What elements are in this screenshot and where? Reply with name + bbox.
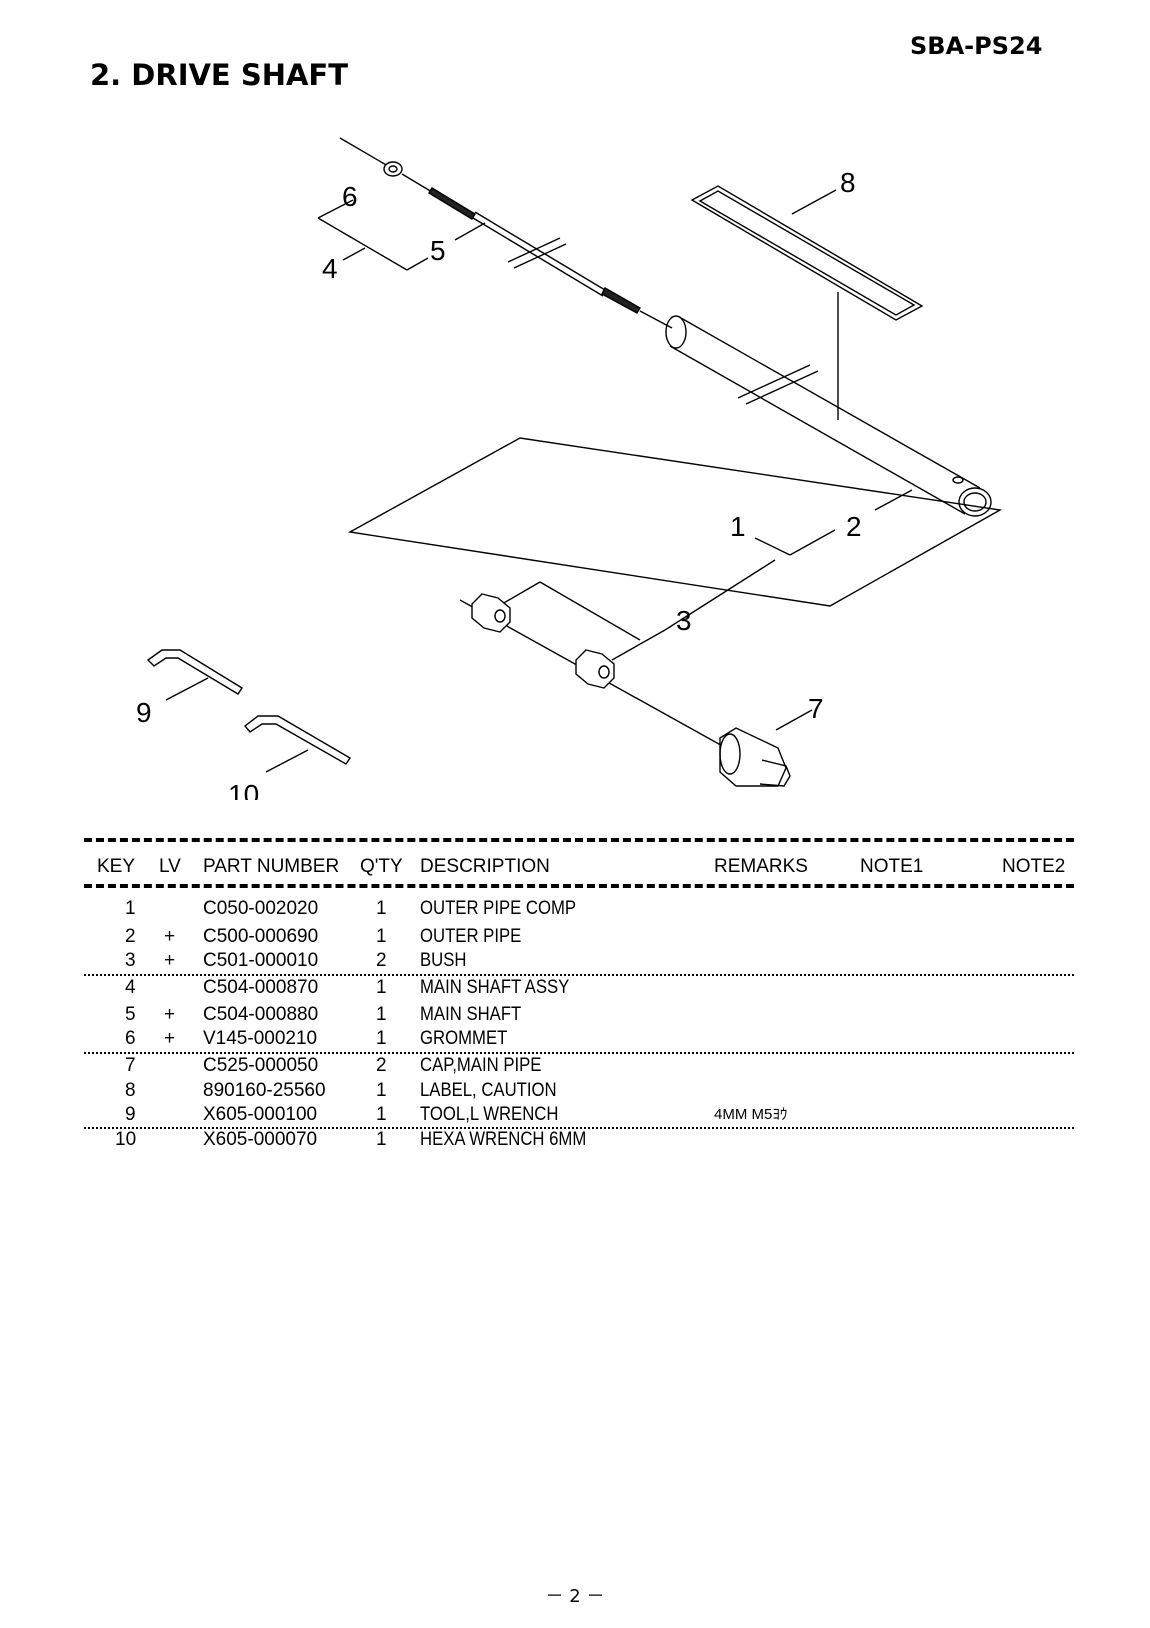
cell-description: GROMMET xyxy=(420,1028,508,1049)
cell-description: LABEL, CAUTION xyxy=(420,1080,557,1101)
table-row: 3 + C501-000010 2 BUSH xyxy=(0,950,1150,972)
callout-5: 5 xyxy=(430,235,446,266)
section-title: 2. DRIVE SHAFT xyxy=(90,58,349,92)
cell-qty: 1 xyxy=(376,1028,387,1049)
group-separator xyxy=(84,1052,1074,1054)
table-row: 8 890160-25560 1 LABEL, CAUTION xyxy=(0,1080,1150,1102)
cell-part-number: V145-000210 xyxy=(203,1028,318,1049)
cell-qty: 1 xyxy=(376,1004,387,1025)
callout-6: 6 xyxy=(342,181,358,212)
col-header-qty: Q'TY xyxy=(360,856,403,877)
table-row: 7 C525-000050 2 CAP,MAIN PIPE xyxy=(0,1055,1150,1077)
cell-qty: 1 xyxy=(376,977,387,998)
page-number: － 2 － xyxy=(545,1586,605,1607)
table-header-bottom-rule xyxy=(84,884,1074,888)
cell-qty: 1 xyxy=(376,1080,387,1101)
cell-qty: 2 xyxy=(376,950,387,971)
col-header-key: KEY xyxy=(97,856,136,877)
cell-part-number: C500-000690 xyxy=(203,926,319,947)
cell-remarks: 4MM M5ﾖｳ xyxy=(714,1106,788,1123)
cell-lv: + xyxy=(164,926,176,947)
cell-description: OUTER PIPE COMP xyxy=(420,898,577,919)
cell-key: 9 xyxy=(125,1104,136,1125)
callout-2: 2 xyxy=(846,511,862,542)
cell-part-number: C050-002020 xyxy=(203,898,319,919)
callout-4: 4 xyxy=(322,253,338,284)
cell-key: 10 xyxy=(115,1129,137,1150)
col-header-description: DESCRIPTION xyxy=(420,856,550,877)
table-row: 10 X605-000070 1 HEXA WRENCH 6MM xyxy=(0,1129,1150,1151)
callout-1: 1 xyxy=(730,511,746,542)
group-separator xyxy=(84,974,1074,976)
col-header-note1: NOTE1 xyxy=(860,856,924,877)
cell-part-number: C501-000010 xyxy=(203,950,319,971)
callout-3: 3 xyxy=(676,605,692,636)
cell-description: MAIN SHAFT xyxy=(420,1004,522,1025)
cell-part-number: C525-000050 xyxy=(203,1055,319,1076)
model-code: SBA-PS24 xyxy=(910,32,1043,60)
cell-key: 8 xyxy=(125,1080,136,1101)
table-row: 2 + C500-000690 1 OUTER PIPE xyxy=(0,926,1150,948)
cell-description: MAIN SHAFT ASSY xyxy=(420,977,570,998)
table-row: 6 + V145-000210 1 GROMMET xyxy=(0,1028,1150,1050)
cell-description: CAP,MAIN PIPE xyxy=(420,1055,542,1076)
cell-part-number: 890160-25560 xyxy=(203,1080,326,1101)
cell-qty: 2 xyxy=(376,1055,387,1076)
cell-description: OUTER PIPE xyxy=(420,926,522,947)
callout-9: 9 xyxy=(136,697,152,728)
callout-10: 10 xyxy=(228,779,259,800)
cell-qty: 1 xyxy=(376,1104,387,1125)
callout-7: 7 xyxy=(808,693,824,724)
table-row: 5 + C504-000880 1 MAIN SHAFT xyxy=(0,1004,1150,1026)
cell-description: HEXA WRENCH 6MM xyxy=(420,1129,587,1150)
exploded-parts-diagram: 1 2 3 4 5 6 7 8 9 10 xyxy=(136,137,1003,800)
cell-lv: + xyxy=(164,1028,176,1049)
table-header-top-rule xyxy=(84,838,1074,842)
col-header-remarks: REMARKS xyxy=(714,856,808,877)
cell-lv: + xyxy=(164,950,176,971)
cell-qty: 1 xyxy=(376,926,387,947)
cell-qty: 1 xyxy=(376,1129,387,1150)
col-header-lv: LV xyxy=(159,856,181,877)
col-header-part-number: PART NUMBER xyxy=(203,856,340,877)
cell-qty: 1 xyxy=(376,898,387,919)
table-row: 4 C504-000870 1 MAIN SHAFT ASSY xyxy=(0,977,1150,999)
cell-description: BUSH xyxy=(420,950,467,971)
cell-key: 5 xyxy=(125,1004,136,1025)
cell-part-number: X605-000070 xyxy=(203,1129,318,1150)
table-row: 9 X605-000100 1 TOOL,L WRENCH 4MM M5ﾖｳ xyxy=(0,1104,1150,1126)
cell-part-number: C504-000870 xyxy=(203,977,319,998)
cell-key: 6 xyxy=(125,1028,136,1049)
cell-key: 3 xyxy=(125,950,136,971)
cell-part-number: X605-000100 xyxy=(203,1104,318,1125)
col-header-note2: NOTE2 xyxy=(1002,856,1066,877)
cell-key: 1 xyxy=(125,898,136,919)
cell-key: 7 xyxy=(125,1055,136,1076)
cell-part-number: C504-000880 xyxy=(203,1004,319,1025)
cell-description: TOOL,L WRENCH xyxy=(420,1104,559,1125)
cell-key: 4 xyxy=(125,977,136,998)
group-separator xyxy=(84,1127,1074,1129)
callout-8: 8 xyxy=(840,167,856,198)
table-row: 1 C050-002020 1 OUTER PIPE COMP xyxy=(0,898,1150,920)
cell-lv: + xyxy=(164,1004,176,1025)
cell-key: 2 xyxy=(125,926,136,947)
